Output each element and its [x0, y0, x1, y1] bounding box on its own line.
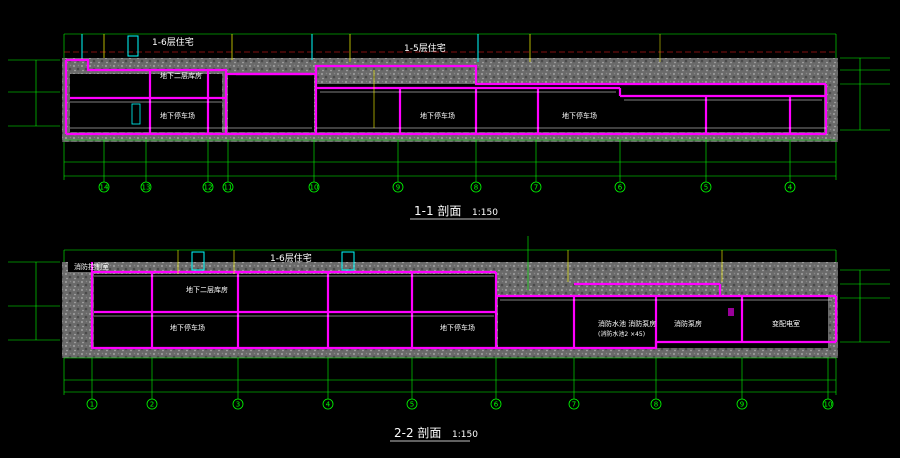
label2-basement1-b: 地下停车场: [440, 323, 475, 332]
axis-bubble: [406, 398, 418, 410]
vertical2-accents: [177, 236, 734, 316]
axis-bubble: [202, 181, 214, 193]
axis-bubble: [822, 398, 834, 410]
axis-label: 9: [740, 401, 744, 409]
axis-bubble: [86, 398, 98, 410]
axis-bubbles-2: 1 2 3 4 5 6 7 8 9 10: [86, 358, 834, 410]
label-floors-1-6: 1-6层住宅: [152, 36, 194, 48]
axis-label: 10: [824, 401, 833, 409]
label-basement1-a: 地下停车场: [160, 111, 195, 120]
label-pump-room-note: (消防水池2 ×45): [598, 330, 645, 338]
axis-label: 3: [236, 401, 240, 409]
axis-bubble: [650, 398, 662, 410]
axis-label: 2: [150, 401, 154, 409]
axis-bubble: [470, 181, 482, 193]
axis-label: 9: [396, 184, 400, 192]
axis-bubble: [308, 181, 320, 193]
axis-bubbles-1: 14 13 12 11 10 9 8 7 6 5 4: [98, 140, 796, 193]
section-1-1: 1-6层住宅 1-5层住宅 地下二层库房 地下停车场 地下停车场 地下停车场: [8, 33, 890, 180]
axis-label: 7: [572, 401, 576, 409]
vertical-accents: [81, 34, 661, 128]
axis-label: 4: [326, 401, 331, 409]
room-block-b: [228, 74, 314, 132]
room2-control: [68, 262, 94, 272]
axis-bubble: [490, 398, 502, 410]
axis-label: 13: [142, 184, 151, 192]
axis-label: 8: [474, 184, 478, 192]
axis-bubble: [614, 181, 626, 193]
axis-label: 6: [618, 184, 623, 192]
room2-block-b: [498, 296, 828, 348]
axis-label: 8: [654, 401, 658, 409]
label2-floors-1-6: 1-6层住宅: [270, 252, 312, 264]
label-control-room: 消防控制室: [74, 262, 109, 271]
axis-bubble: [530, 181, 542, 193]
dimension-lines-1: [64, 139, 836, 177]
interior-lines: [70, 91, 826, 129]
label-basement1-c: 地下停车场: [562, 111, 597, 120]
axis-bubble: [146, 398, 158, 410]
axis-label: 5: [410, 401, 414, 409]
axis-bubble: [140, 181, 152, 193]
axis-label: 6: [494, 401, 499, 409]
interior2-lines: [94, 275, 832, 317]
label-basement1-b: 地下停车场: [420, 111, 455, 120]
dimension-lines-2: [64, 357, 836, 393]
section-2-2: 消防控制室 1-6层住宅 地下二层库房 地下停车场 地下停车场 消防水池 消防泵…: [8, 236, 890, 395]
axis-bubble: [736, 398, 748, 410]
elevation-marks-1: [8, 57, 890, 131]
axis-bubble: [232, 398, 244, 410]
axis-bubble: [392, 181, 404, 193]
axis-bubble: [784, 181, 796, 193]
axis-label: 7: [534, 184, 538, 192]
section1-scale: 1:150: [472, 208, 498, 218]
axis-bubble: [322, 398, 334, 410]
axis-label: 5: [704, 184, 708, 192]
axis-bubble: [98, 181, 110, 193]
structure2-walls: [90, 262, 838, 350]
label-basement2-a: 地下二层库房: [160, 71, 202, 80]
section2-title: 2-2 剖面: [394, 426, 441, 440]
elevation-marks-2: [8, 261, 890, 343]
structure-walls: [64, 58, 828, 136]
axis-label: 10: [310, 184, 319, 192]
room-block-a: [70, 74, 222, 132]
label-pump-room: 消防水池 消防泵房: [598, 319, 656, 328]
axis-bubble: [568, 398, 580, 410]
axis-bubble: [222, 181, 234, 193]
label2-basement2-a: 地下二层库房: [186, 285, 228, 294]
axis-label: 11: [224, 184, 233, 192]
room-block-c: [316, 84, 824, 132]
label-floors-1-5: 1-5层住宅: [404, 42, 446, 54]
axis-label: 14: [100, 184, 109, 192]
axis-bubble: [700, 181, 712, 193]
axis-label: 4: [788, 184, 793, 192]
section2-scale: 1:150: [452, 430, 478, 440]
section1-title: 1-1 剖面: [414, 204, 461, 218]
axis-label: 12: [204, 184, 213, 192]
axis-label: 1: [90, 401, 94, 409]
label-equip-room: 消防泵房: [674, 319, 702, 328]
label-power-room: 变配电室: [772, 319, 800, 328]
label2-basement1-a: 地下停车场: [170, 323, 205, 332]
